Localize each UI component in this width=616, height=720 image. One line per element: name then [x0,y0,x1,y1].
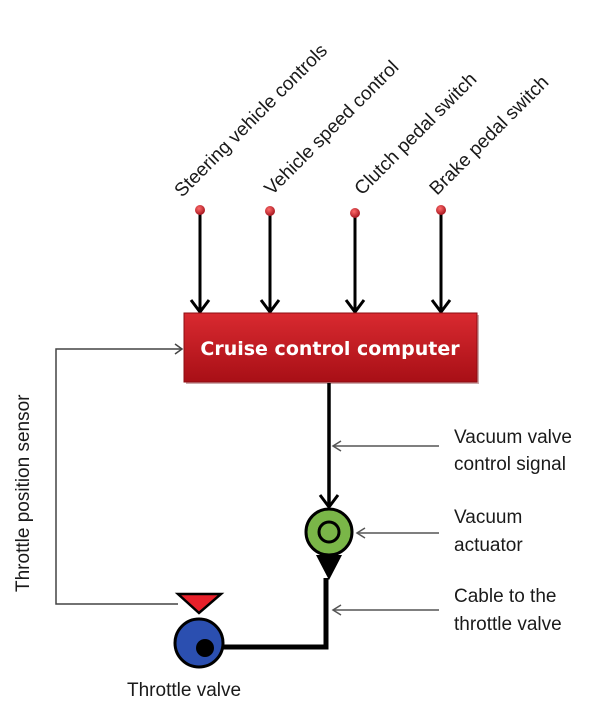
cable-label-line2: throttle valve [454,614,562,635]
actuator-pointer [355,527,439,539]
signal-pointer [331,440,439,452]
feedback-line [55,343,184,605]
input-arrow-speed [259,206,281,315]
throttle-cable [212,578,329,650]
cable-label-line1: Cable to the [454,586,556,607]
input-dot [195,205,205,215]
input-dot [436,205,446,215]
feedback-label: Throttle position sensor [13,394,34,592]
actuator-label-line2: actuator [454,535,523,556]
input-arrow-clutch [344,208,366,315]
signal-line [318,383,340,510]
cruise-control-computer: Cruise control computer [183,312,479,384]
throttle-indicator-triangle [174,592,225,615]
actuator-label-line1: Vacuum [454,507,522,528]
input-label-steering: Steering vehicle controls [171,40,332,201]
signal-label-line1: Vacuum valve [454,427,572,448]
throttle-valve-label: Throttle valve [127,680,241,701]
input-dot [265,206,275,216]
vacuum-actuator [304,507,354,580]
actuator-cable-anchor [316,555,342,580]
computer-label: Cruise control computer [200,338,460,360]
cable-pointer [331,604,439,616]
signal-label-line2: control signal [454,454,566,475]
input-arrow-steering [189,205,211,315]
throttle-valve [173,592,225,669]
input-arrow-brake [430,205,452,315]
input-dot [350,208,360,218]
